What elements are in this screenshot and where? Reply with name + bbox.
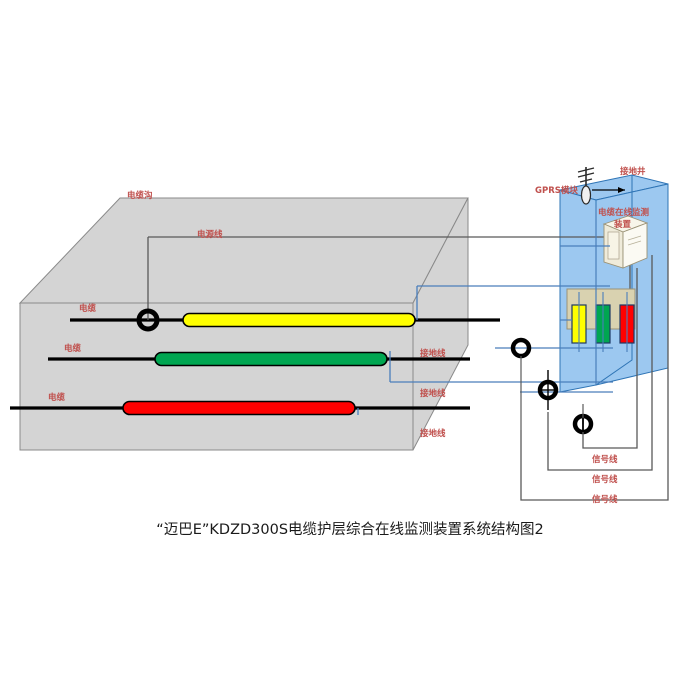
- signal-line-routing: [520, 240, 669, 501]
- cable-red-body: [122, 400, 356, 416]
- signal-route-outer: [520, 240, 669, 501]
- ct-sensor-well-upper: [510, 337, 532, 430]
- label-signal-line-3: 信号线: [592, 494, 618, 505]
- label-cable-1: 电缆: [79, 303, 97, 314]
- cable-green-group: [48, 351, 470, 367]
- label-cable-3: 电缆: [48, 392, 66, 403]
- label-gprs-module: GPRS模块: [535, 185, 578, 196]
- label-monitor-device-line2: 装置: [613, 219, 632, 230]
- label-grounding-well: 接地井: [620, 166, 646, 177]
- figure-title: “迈巴E”KDZD300S电缆护层综合在线监测装置系统结构图2: [156, 522, 544, 538]
- antenna-icon: [577, 167, 595, 205]
- label-ground-wire-2: 接地线: [420, 388, 446, 399]
- trench-right-face: [412, 197, 469, 451]
- ct-sensor-well-mid: [537, 370, 559, 410]
- label-power-line: 电源线: [197, 229, 223, 240]
- cabinet-icon: [602, 215, 649, 269]
- ct-sensor-well-lower: [572, 404, 594, 435]
- signal-route-inner: [582, 268, 638, 449]
- label-signal-line-2: 信号线: [592, 474, 618, 485]
- cable-yellow-group: [70, 312, 500, 328]
- label-monitor-device-line1: 电缆在线监测: [598, 207, 650, 218]
- cable-yellow-body: [182, 312, 416, 328]
- ct-sensor-trench: [136, 308, 160, 332]
- well-internal-wiring: [560, 205, 610, 385]
- label-cable-2: 电缆: [64, 343, 82, 354]
- label-cable-trench: 电缆沟: [127, 190, 153, 201]
- cable-red-group: [10, 400, 470, 416]
- signal-route-mid: [547, 255, 653, 471]
- label-signal-line-1: 信号线: [592, 454, 618, 465]
- terminal-panel: [566, 288, 636, 352]
- cable-green-body: [154, 351, 388, 367]
- trench-top-face: [18, 197, 469, 304]
- gprs-arrow: [592, 187, 625, 193]
- label-ground-wire-1: 接地线: [420, 348, 446, 359]
- label-ground-wire-3: 接地线: [420, 428, 446, 439]
